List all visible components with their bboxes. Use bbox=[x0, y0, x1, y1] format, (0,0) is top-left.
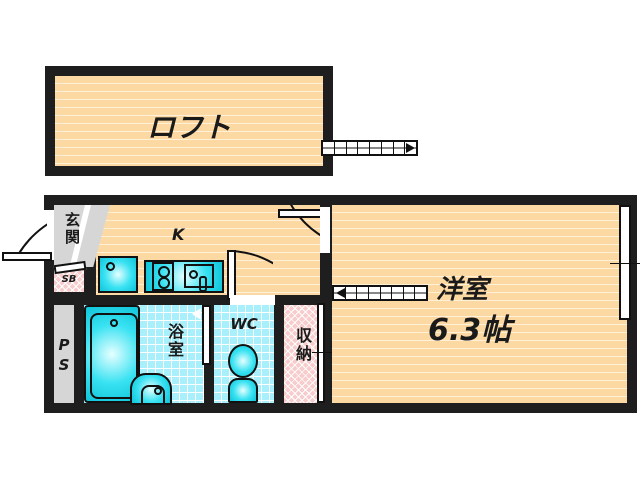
storage-label: 収納 bbox=[293, 327, 312, 363]
bathroom-door-arrow-icon bbox=[192, 308, 201, 320]
entrance-label: 玄関 bbox=[63, 212, 81, 246]
room-door-opening bbox=[320, 207, 330, 253]
stove-icon bbox=[152, 262, 174, 291]
toilet-door-leaf bbox=[227, 250, 236, 300]
loft-stairs-arrow-icon bbox=[406, 143, 415, 153]
entrance-door-leaf bbox=[2, 252, 52, 261]
kitchen-sink-icon bbox=[184, 264, 214, 292]
toilet-tank-icon bbox=[228, 378, 258, 403]
loft-label: ロフト bbox=[146, 111, 231, 144]
window-marker bbox=[610, 263, 640, 264]
toilet-icon bbox=[228, 344, 258, 378]
toilet-label: WC bbox=[230, 315, 258, 333]
washbasin-icon bbox=[130, 373, 172, 405]
shoe-box-area: SB bbox=[54, 270, 84, 292]
pipe-space-area: PS bbox=[54, 305, 74, 403]
shoe-box-label: SB bbox=[61, 274, 77, 285]
pipe-space-label: PS bbox=[58, 336, 70, 374]
room-stairs-arrow-icon bbox=[336, 288, 345, 298]
kitchen-label: K bbox=[172, 225, 185, 244]
western-room-area: 洋室 6.3帖 bbox=[332, 205, 627, 403]
toilet-door-opening bbox=[230, 295, 275, 305]
bathroom-label: 浴室 bbox=[165, 323, 184, 359]
fridge-space-icon bbox=[98, 256, 138, 293]
loft-stairs-icon bbox=[321, 140, 418, 156]
loft-room: ロフト bbox=[55, 76, 323, 166]
bathroom-door bbox=[202, 305, 211, 365]
storage-door-marker bbox=[312, 352, 342, 353]
storage-area: 収納 bbox=[284, 305, 320, 403]
western-room-label: 洋室 bbox=[436, 275, 489, 305]
entrance-door-opening bbox=[44, 210, 54, 260]
western-room-size: 6.3帖 bbox=[428, 313, 512, 348]
room-stairs-icon bbox=[332, 285, 428, 301]
window-icon bbox=[619, 205, 631, 320]
storage-sliding-door bbox=[317, 303, 325, 403]
